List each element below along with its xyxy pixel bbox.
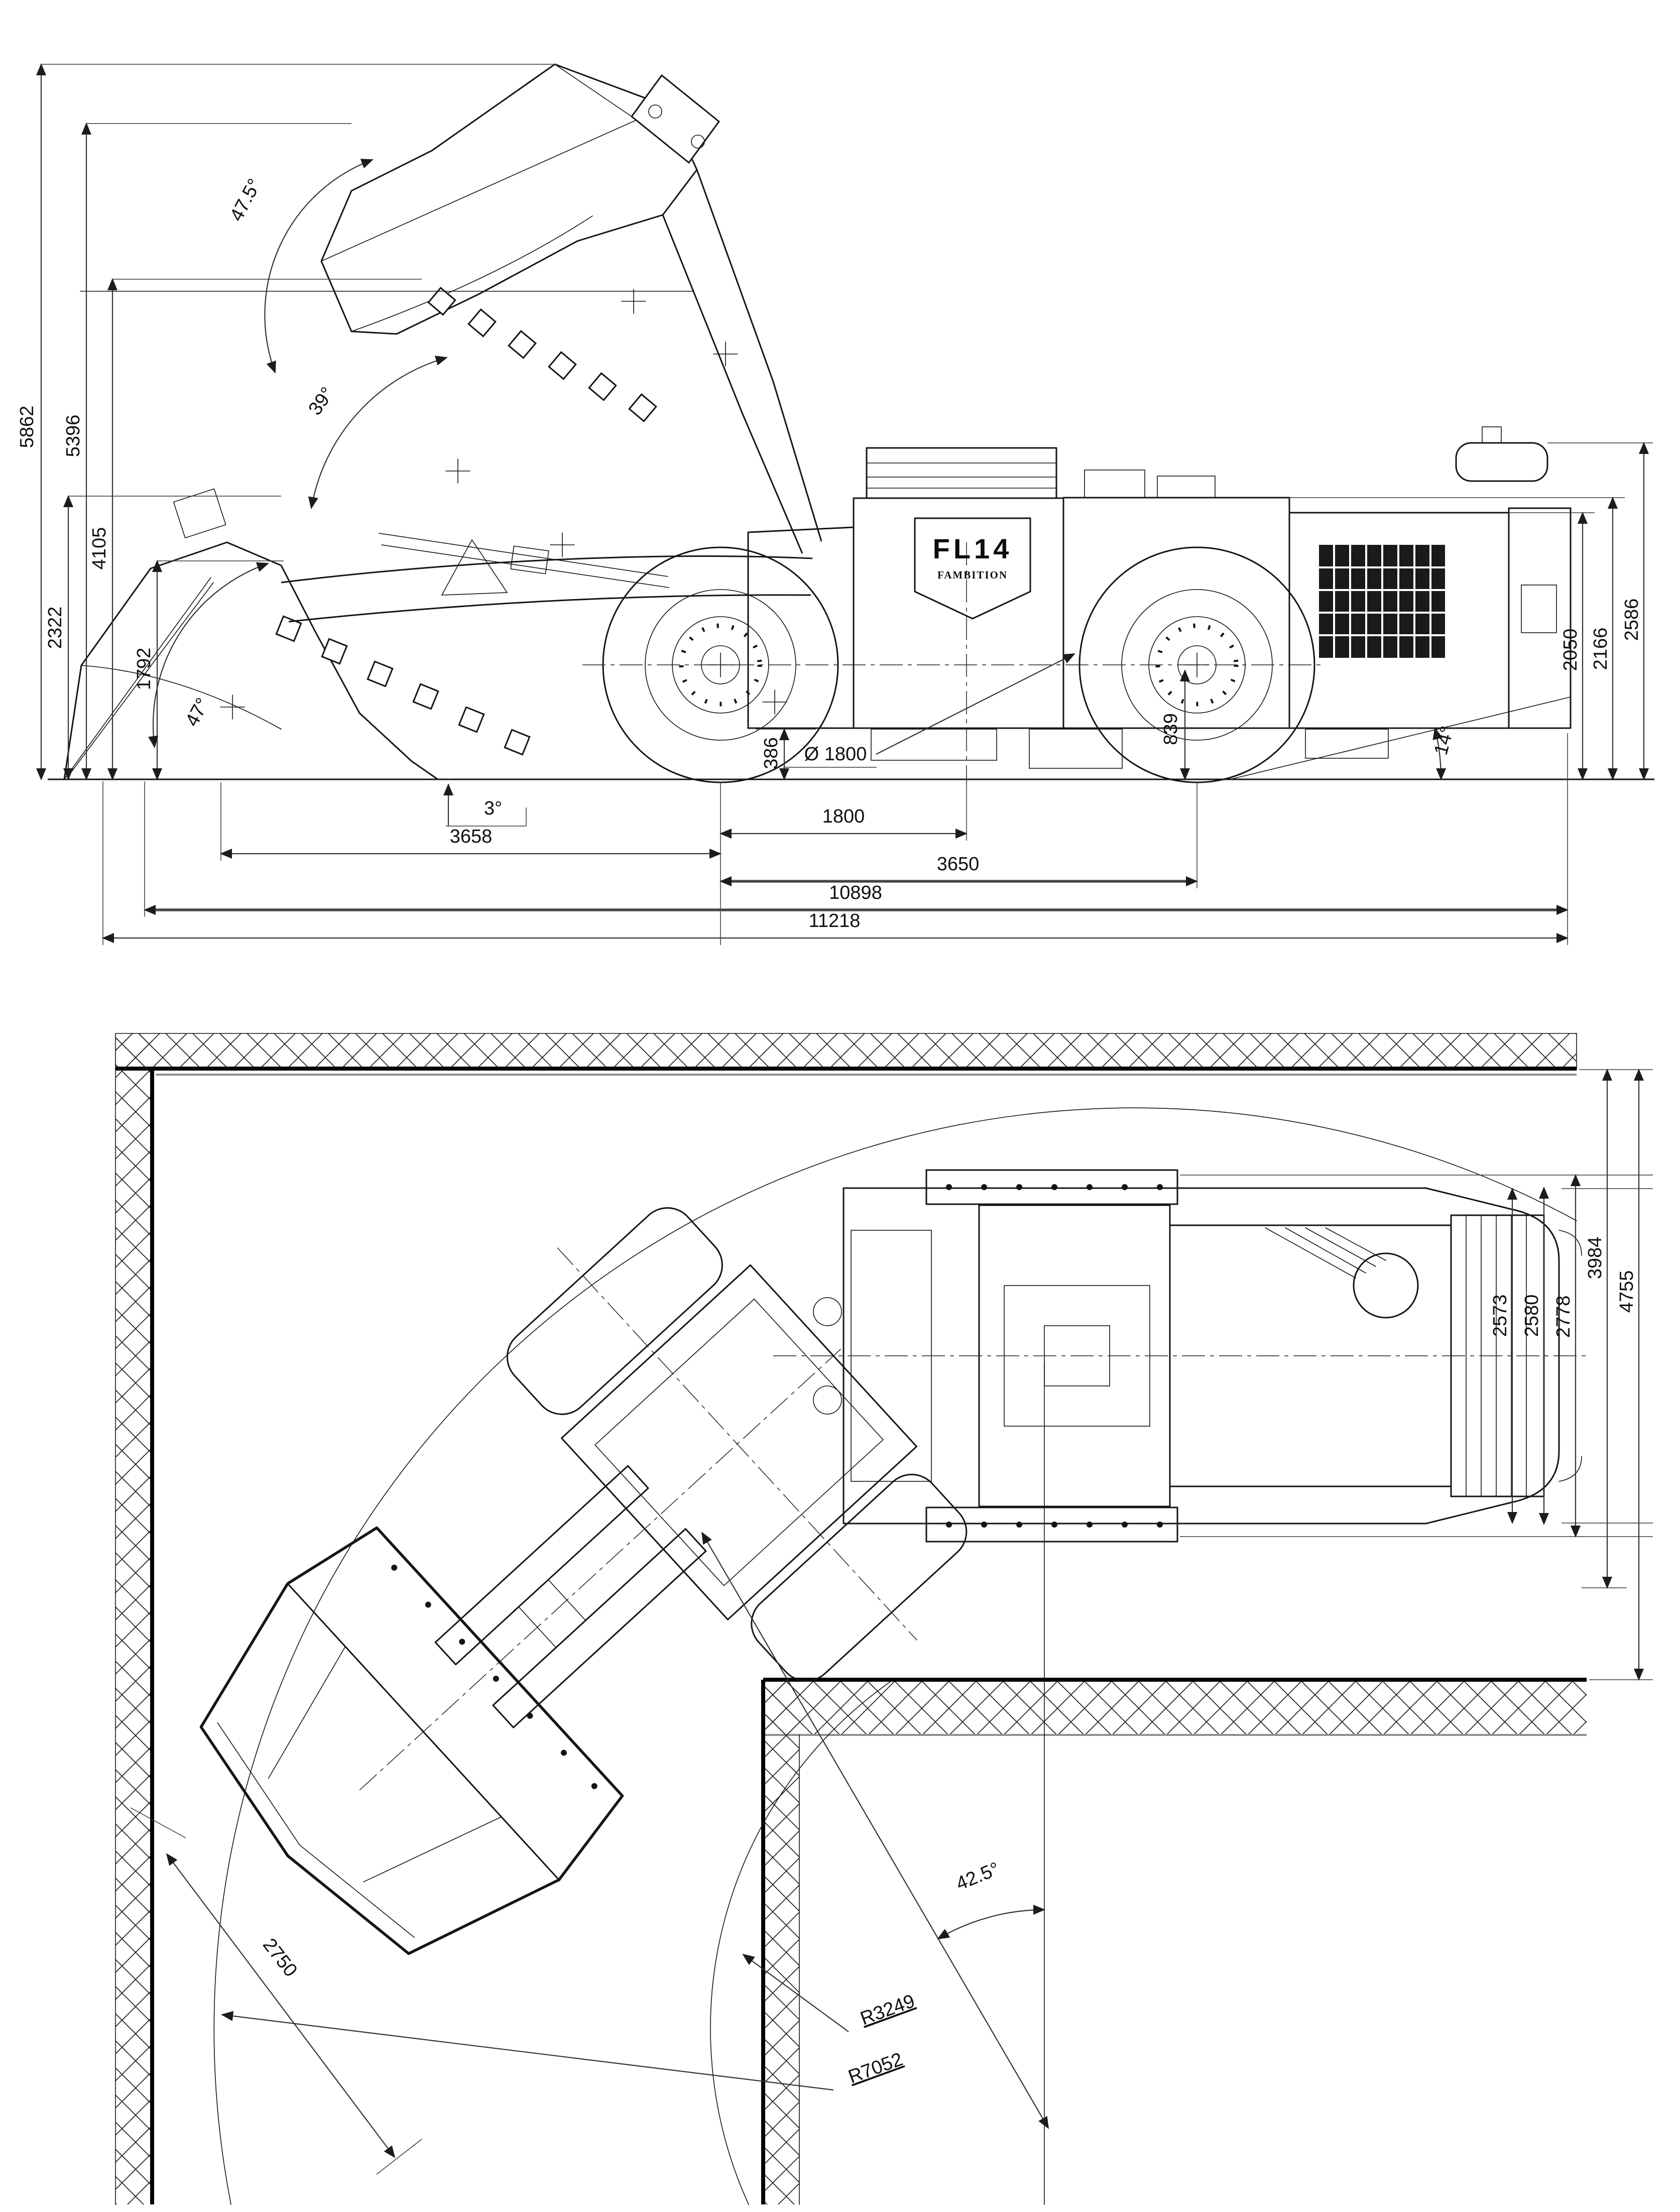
dimension-label: 3° [484, 798, 502, 819]
dimensions-right-heights [1289, 441, 1653, 781]
dimensions-left-heights [36, 63, 557, 781]
dimension-386 [756, 728, 816, 781]
dimensions-length-chain [101, 733, 1569, 945]
radiator-grille [1317, 545, 1447, 658]
air-cleaner [1455, 442, 1548, 482]
dimension-2750 [130, 1807, 422, 2175]
dimension-label: 47° [181, 694, 213, 730]
raised-bucket-phantom [80, 63, 822, 554]
dimension-label: 2750 [259, 1934, 301, 1981]
dimension-label: 2580 [1521, 1295, 1542, 1337]
brand-label: FAMBITION [937, 569, 1008, 581]
model-plate [914, 517, 1031, 620]
dimension-label: 386 [761, 737, 782, 769]
articulation-angle-construction [701, 1361, 1049, 2205]
dimension-label: 2778 [1553, 1296, 1574, 1338]
outer-turning-arc [213, 1107, 1577, 2205]
top-wall-hatch [115, 1033, 1577, 1069]
side-view-labels: 5862 5396 4105 2322 1792 47.5° 39° 47° 3° 3658 180… [17, 175, 1642, 932]
dimension-label: 4755 [1616, 1270, 1637, 1313]
machine-plan-rear [773, 1169, 1587, 1543]
dimension-label: 2573 [1490, 1295, 1511, 1337]
screw-dots [946, 1184, 1163, 1528]
dimension-label: 5862 [17, 406, 38, 448]
dimension-label: 3650 [937, 854, 980, 875]
dimension-label: 14° [1430, 724, 1458, 757]
angle-39deg [308, 356, 448, 509]
dimension-label: 11218 [809, 910, 861, 932]
dimension-label: 1800 [822, 806, 865, 827]
boom-and-linkage [220, 532, 813, 720]
leader-tire-diameter [783, 653, 1075, 768]
side-elevation-view: FL14 FAMBITION [17, 63, 1654, 945]
radius-leaders [220, 1953, 849, 2091]
dimension-label: R7052 [846, 2049, 906, 2088]
dimension-label: Ø 1800 [804, 744, 867, 765]
model-label: FL14 [933, 533, 1013, 564]
angle-47deg [148, 562, 269, 748]
dimension-label: 2322 [45, 607, 66, 649]
dimension-label: 2166 [1590, 628, 1611, 670]
dimension-label: 839 [1160, 713, 1181, 745]
inner-wall-hatch-v [763, 1680, 799, 2204]
dimension-label: 1792 [134, 648, 155, 690]
plan-dimensions-right [1180, 1068, 1653, 1681]
angle-47-5deg [264, 159, 374, 374]
left-wall-hatch [115, 1033, 152, 2204]
dimension-label: 10898 [829, 882, 882, 903]
dimension-label: 42.5° [953, 1858, 1002, 1895]
dimension-label: 2050 [1560, 629, 1581, 671]
dimension-label: R3249 [858, 1991, 918, 2030]
bucket-lowered [63, 488, 531, 780]
dimension-label: 3984 [1585, 1237, 1606, 1279]
dimension-label: 5396 [63, 415, 84, 457]
rear-body [762, 426, 1572, 780]
turning-arcs [213, 1107, 1577, 2205]
inner-wall-hatch-h [763, 1680, 1587, 1735]
drift-inner-walls [761, 1678, 1587, 2205]
dimension-label: 2586 [1621, 599, 1642, 641]
drift-outer-walls [115, 1033, 1577, 2205]
dimension-label: 47.5° [226, 175, 266, 224]
machine-plan-front [199, 1207, 968, 1955]
angle-3deg [443, 783, 527, 827]
dimension-label: 4105 [89, 527, 110, 570]
dimension-label: 3658 [450, 826, 493, 847]
angle-14deg [1432, 727, 1447, 781]
dimension-label: 39° [304, 384, 338, 419]
inner-turning-arc [710, 1679, 894, 2205]
